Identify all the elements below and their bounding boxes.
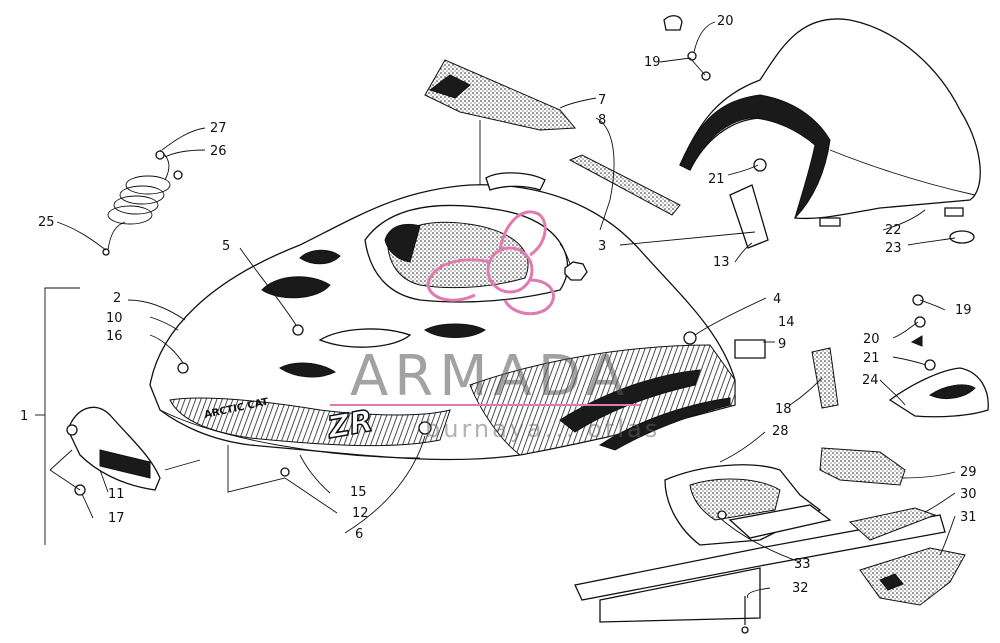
- windshield: [663, 15, 981, 244]
- watermark-subtext: burnaya... otlas: [425, 415, 660, 443]
- callout-1: 1: [20, 409, 28, 424]
- callout-17: 17: [108, 511, 125, 526]
- callout-21b: 21: [863, 351, 880, 366]
- callout-19a: 19: [644, 55, 661, 70]
- callout-7: 7: [598, 93, 606, 108]
- callout-14: 14: [778, 315, 795, 330]
- top-decal: [424, 59, 577, 131]
- watermark: ARMADA burnaya... otlas: [330, 210, 660, 443]
- callout-29: 29: [960, 465, 977, 480]
- callout-13: 13: [713, 255, 730, 270]
- left-grille: [66, 406, 161, 496]
- side-panel: [888, 294, 989, 418]
- callout-10: 10: [106, 311, 123, 326]
- leader-lines: [35, 21, 956, 599]
- tether-cord: [102, 149, 183, 256]
- callout-30: 30: [960, 487, 977, 502]
- callout-27: 27: [210, 121, 227, 136]
- callout-15: 15: [350, 485, 367, 500]
- callout-5: 5: [222, 239, 230, 254]
- callout-24: 24: [862, 373, 879, 388]
- callout-31: 31: [960, 510, 977, 525]
- callout-20b: 20: [863, 332, 880, 347]
- callout-32: 32: [792, 581, 809, 596]
- callout-23: 23: [885, 241, 902, 256]
- watermark-text: ARMADA: [350, 344, 630, 409]
- callout-3: 3: [598, 239, 606, 254]
- callout-33: 33: [794, 557, 811, 572]
- callout-20a: 20: [717, 14, 734, 29]
- callout-16: 16: [106, 329, 123, 344]
- callout-4: 4: [773, 292, 781, 307]
- callout-22: 22: [885, 223, 902, 238]
- callout-25: 25: [38, 215, 55, 230]
- callout-9: 9: [778, 337, 786, 352]
- callout-26: 26: [210, 144, 227, 159]
- tunnel-assembly: [574, 447, 966, 634]
- callout-2: 2: [113, 291, 121, 306]
- callout-21a: 21: [708, 172, 725, 187]
- callout-11: 11: [108, 487, 125, 502]
- callout-28: 28: [772, 424, 789, 439]
- callout-6: 6: [355, 527, 363, 542]
- callout-8: 8: [598, 113, 606, 128]
- fastener: [280, 467, 290, 477]
- small-decal: [734, 339, 766, 359]
- side-strip: [811, 347, 839, 409]
- hood-assembly: ARCTIC CAT ZR: [149, 172, 736, 461]
- callout-19b: 19: [955, 303, 972, 318]
- hood-strip: [568, 154, 681, 216]
- callout-18: 18: [775, 402, 792, 417]
- plate: [729, 184, 769, 249]
- callout-labels: 1 2 3 4 5 6 7 8 9 10 11 12 13 14 15 16 1…: [20, 14, 977, 596]
- decal-model: ZR: [324, 404, 375, 446]
- callout-12: 12: [352, 506, 369, 521]
